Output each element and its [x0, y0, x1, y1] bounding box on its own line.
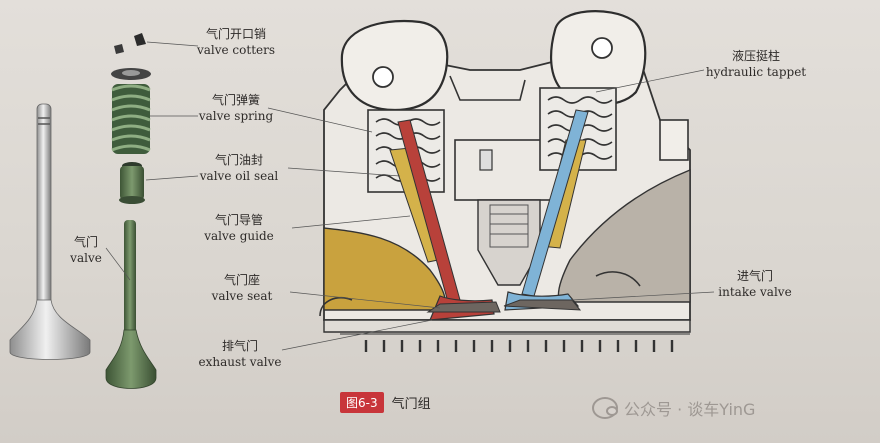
- watermark: 公众号 · 谈车YinG: [592, 396, 755, 420]
- label-en: valve spring: [198, 109, 274, 123]
- wechat-icon: [592, 397, 618, 419]
- label-valve-guide: 气门导管 valve guide: [196, 212, 282, 244]
- silver-valve-illustration: [9, 103, 91, 360]
- watermark-text: 公众号 · 谈车YinG: [624, 400, 756, 419]
- label-valve-spring: 气门弹簧 valve spring: [196, 92, 276, 124]
- label-cn: 气门座: [223, 273, 260, 287]
- label-cn: 气门导管: [214, 213, 263, 227]
- label-cn: 气门油封: [214, 153, 263, 167]
- label-en: valve cotters: [196, 43, 276, 57]
- label-cn: 排气门: [221, 339, 258, 353]
- label-valve: 气门 valve: [62, 234, 110, 266]
- label-en: exhaust valve: [198, 355, 282, 369]
- label-en: hydraulic tappet: [705, 65, 807, 79]
- label-cn: 液压挺柱: [731, 49, 780, 63]
- label-valve-cotters: 气门开口销 valve cotters: [196, 26, 276, 58]
- green-valve-illustration: [105, 220, 157, 389]
- label-valve-oil-seal: 气门油封 valve oil seal: [196, 152, 282, 184]
- label-cn: 进气门: [736, 269, 773, 283]
- label-valve-seat: 气门座 valve seat: [204, 272, 280, 304]
- valve-oil-seal-illustration: [119, 162, 145, 204]
- label-en: intake valve: [718, 285, 792, 299]
- label-cn: 气门: [73, 235, 98, 249]
- cylinder-head-cutaway: [319, 10, 691, 352]
- leader-lines-left: [105, 41, 199, 281]
- figure-caption: 图6-3 气门组: [340, 392, 431, 413]
- valve-spring-illustration: [111, 84, 151, 154]
- figure-number: 图6-3: [340, 392, 384, 413]
- label-hydraulic-tappet: 液压挺柱 hydraulic tappet: [704, 48, 808, 80]
- label-en: valve oil seal: [199, 169, 279, 183]
- label-en: valve seat: [211, 289, 273, 303]
- label-en: valve: [70, 251, 102, 265]
- label-cn: 气门开口销: [205, 27, 266, 41]
- label-intake-valve: 进气门 intake valve: [712, 268, 798, 300]
- valve-cotters-illustration: [114, 33, 146, 54]
- label-exhaust-valve: 排气门 exhaust valve: [196, 338, 284, 370]
- label-cn: 气门弹簧: [211, 93, 260, 107]
- figure-title: 气门组: [391, 397, 431, 412]
- label-en: valve guide: [204, 229, 274, 243]
- leader-lines-right: [267, 69, 715, 351]
